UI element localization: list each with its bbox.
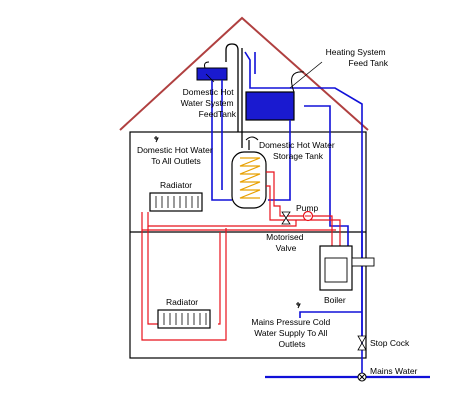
label-heating-feed-tank: Heating System Feed Tank bbox=[326, 47, 389, 68]
rising-main bbox=[244, 51, 363, 373]
dhw-feed-tank bbox=[196, 61, 228, 81]
label-dhw-storage-tank: Domestic Hot Water Storage Tank bbox=[259, 140, 337, 161]
cold-tap-icon bbox=[296, 302, 301, 309]
mains-water-pipe bbox=[265, 372, 430, 382]
hot-water-cylinder bbox=[231, 136, 267, 209]
dhw-tank-leader bbox=[205, 73, 215, 83]
label-dhw-outlets: Domestic Hot Water To All Outlets bbox=[137, 145, 215, 166]
heating-feed-tank bbox=[245, 71, 305, 121]
house-outline bbox=[119, 16, 369, 359]
cold-feed-pipes bbox=[211, 80, 349, 246]
vent-pipe bbox=[225, 43, 243, 148]
label-pump: Pump bbox=[296, 203, 318, 213]
label-mains-cold-outlets: Mains Pressure Cold Water Supply To All … bbox=[251, 317, 332, 349]
label-radiator-lower: Radiator bbox=[166, 297, 198, 307]
radiator-upper bbox=[149, 192, 203, 212]
motorised-valve-icon bbox=[281, 211, 291, 225]
label-dhw-feed-tank: Domestic Hot Water System FeedTank bbox=[181, 87, 237, 119]
label-motorised-valve: Motorised Valve bbox=[266, 232, 306, 253]
stop-cock-icon bbox=[357, 335, 367, 351]
label-mains-water: Mains Water bbox=[370, 366, 418, 376]
hot-tap-icon bbox=[154, 136, 159, 143]
label-boiler: Boiler bbox=[324, 295, 346, 305]
heating-tank-leader bbox=[289, 61, 323, 89]
label-radiator-upper: Radiator bbox=[160, 180, 192, 190]
roof bbox=[119, 16, 369, 131]
radiator-lower bbox=[157, 309, 211, 329]
label-stop-cock: Stop Cock bbox=[370, 338, 410, 348]
pump-icon bbox=[302, 210, 314, 222]
heating-circuits bbox=[141, 171, 341, 341]
boiler bbox=[319, 245, 375, 291]
house-wall bbox=[129, 131, 367, 359]
